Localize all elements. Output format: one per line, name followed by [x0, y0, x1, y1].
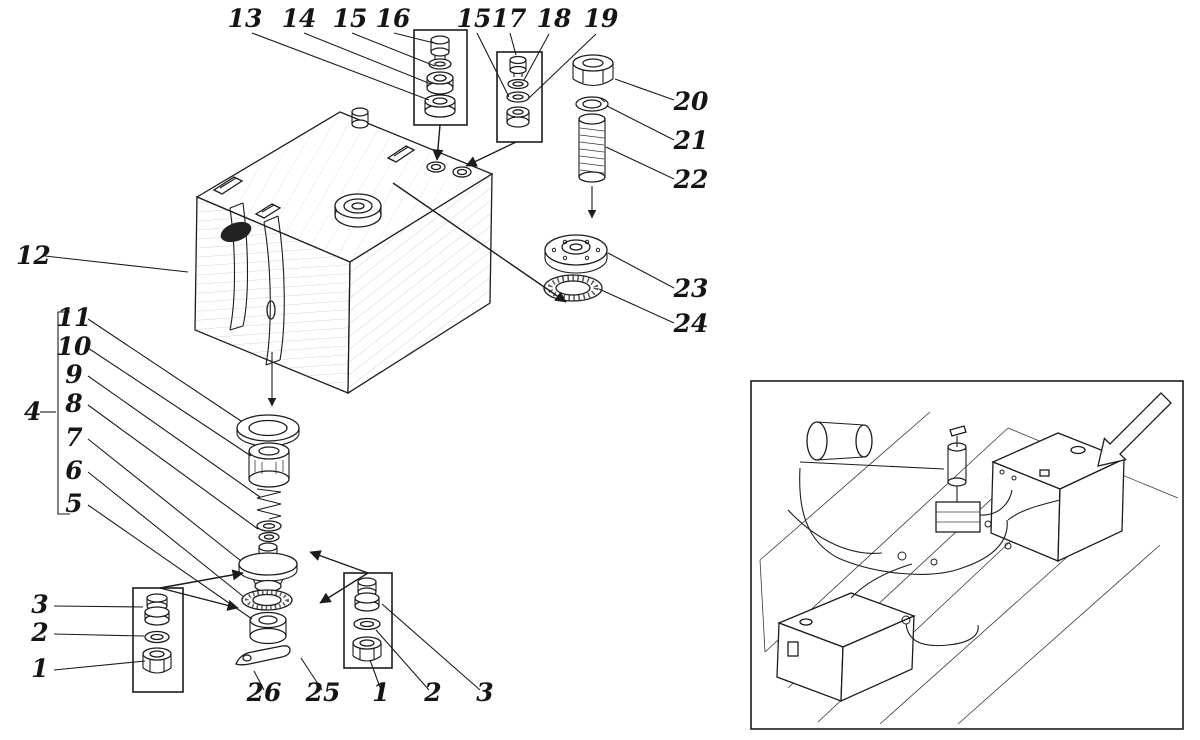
- callout-25: 25: [305, 678, 341, 707]
- back-corner-fitting: [351, 107, 369, 129]
- callout-26: 26: [246, 678, 282, 707]
- callout-23: 23: [673, 274, 709, 303]
- callout-1: 1: [31, 654, 48, 683]
- callout-7: 7: [65, 423, 83, 452]
- callout-3-second: 3: [476, 678, 493, 707]
- washers-8: [256, 520, 282, 543]
- callout-3: 3: [31, 590, 48, 619]
- callout-22: 22: [673, 165, 709, 194]
- valve-bell-7: [238, 542, 298, 593]
- lever-26: [235, 645, 291, 666]
- callout-12: 12: [16, 241, 51, 270]
- callout-15-second: 15: [457, 4, 492, 33]
- washer-2b: [353, 617, 381, 631]
- inset-pipes: [787, 461, 1061, 647]
- callout-2-second: 2: [423, 678, 441, 707]
- gasket-6: [241, 589, 293, 611]
- cup-10: [248, 442, 290, 488]
- washers-19: [506, 106, 530, 128]
- cup-5: [249, 611, 287, 645]
- inset-pump-assembly: [897, 425, 1012, 625]
- parts-box-15-17-18-19: [496, 51, 543, 143]
- callout-4: 4: [24, 397, 41, 426]
- nut-1a: [142, 647, 172, 674]
- callout-20: 20: [673, 87, 709, 116]
- stud-group-20-21-22: [572, 54, 614, 219]
- bolt-17: [509, 55, 527, 77]
- inset-cylinder: [806, 421, 873, 461]
- callout-9: 9: [65, 360, 82, 389]
- washer-18: [507, 78, 529, 90]
- callout-labels: 13 14 15 16 15 17 18 19 20 21 22 23 24 1…: [16, 4, 709, 707]
- tank-straps: [220, 202, 285, 366]
- grommet-14: [426, 71, 454, 95]
- callout-5: 5: [65, 489, 82, 518]
- callout-1-second: 1: [372, 678, 389, 707]
- cap-group-23-24: [543, 234, 608, 302]
- callout-19: 19: [584, 4, 619, 33]
- filler-neck: [334, 193, 382, 228]
- top-boss-right: [452, 166, 472, 178]
- inset-right-tank: [990, 432, 1126, 563]
- nut-1b: [352, 636, 382, 662]
- ring-11: [236, 414, 300, 447]
- washer-15b: [506, 91, 530, 103]
- fitting-box-bottom-center: [343, 572, 393, 669]
- washer-15a: [428, 58, 452, 70]
- leader-lines: [40, 32, 675, 691]
- callout-15: 15: [333, 4, 368, 33]
- flange-nut-13: [424, 94, 456, 118]
- gasket-24: [543, 274, 603, 302]
- inset-figure: [750, 380, 1184, 730]
- callout-14: 14: [282, 4, 317, 33]
- callout-17: 17: [492, 4, 527, 33]
- fitting-box-bottom-left: [132, 587, 184, 693]
- fuel-tank-drawing: [194, 107, 494, 395]
- hex-nut-20: [572, 54, 614, 87]
- callout-24: 24: [673, 309, 709, 338]
- valve-stack-5-11: [236, 352, 300, 645]
- threaded-stud-22: [578, 113, 606, 183]
- washer-2a: [144, 630, 170, 644]
- lock-washer-21: [575, 96, 609, 112]
- bolt-16: [430, 35, 450, 59]
- fitting-3a: [144, 593, 170, 626]
- callout-13: 13: [228, 4, 263, 33]
- callout-6: 6: [65, 456, 82, 485]
- callout-18: 18: [537, 4, 572, 33]
- spring-9: [256, 488, 282, 520]
- callout-11: 11: [57, 303, 92, 332]
- callout-8: 8: [64, 389, 82, 418]
- callout-16: 16: [376, 4, 411, 33]
- inset-left-tank: [776, 592, 916, 703]
- top-boss-left: [426, 161, 446, 173]
- fitting-3b: [354, 577, 380, 612]
- callout-2: 2: [30, 618, 48, 647]
- sender-cap-23: [544, 234, 608, 274]
- inset-pointer-arrow-icon: [1097, 392, 1172, 467]
- callout-21: 21: [673, 126, 709, 155]
- parts-box-13-16: [413, 29, 468, 126]
- tank-brackets: [212, 145, 416, 219]
- callout-10: 10: [57, 332, 92, 361]
